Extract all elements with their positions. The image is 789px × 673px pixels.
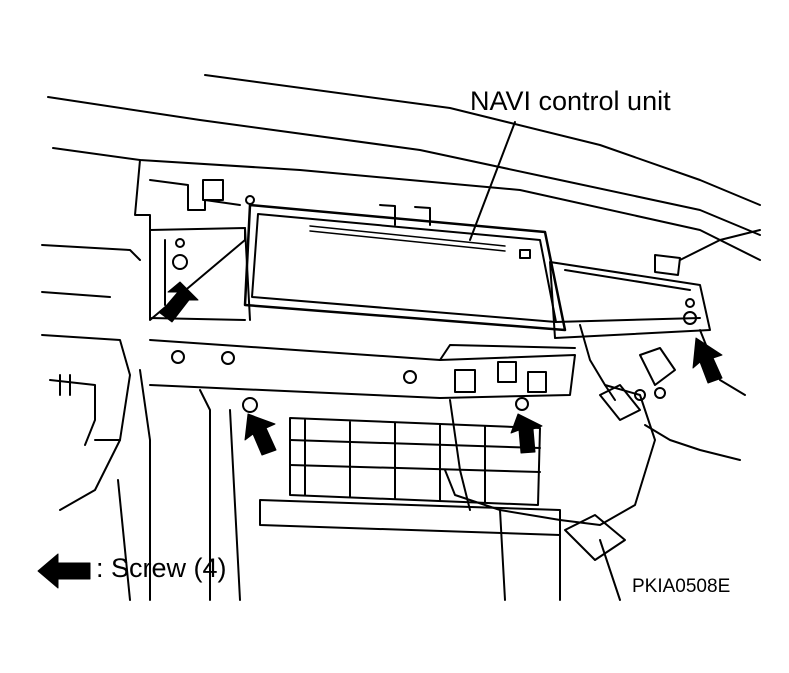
- navi-control-unit: [243, 203, 567, 332]
- heater-control-panel: [199, 389, 561, 601]
- left-dashboard-frame: [41, 159, 255, 601]
- screw-arrow-2: [692, 337, 723, 384]
- mounting-bracket: [149, 227, 711, 339]
- screw-arrow-3: [244, 413, 277, 456]
- arrow-left-icon: [37, 553, 91, 589]
- screw-arrow-1: [159, 281, 199, 323]
- callout-label: NAVI control unit: [470, 86, 671, 116]
- dashboard-top-lines: [47, 74, 761, 261]
- legend-text: : Screw (4): [96, 553, 227, 583]
- wire-harness: [444, 229, 761, 601]
- screw-arrows: [159, 281, 723, 456]
- figure-id: PKIA0508E: [632, 576, 731, 597]
- lower-bracket: [149, 238, 697, 413]
- callout-leader-line: [469, 121, 516, 241]
- screw-arrow-4: [510, 413, 543, 454]
